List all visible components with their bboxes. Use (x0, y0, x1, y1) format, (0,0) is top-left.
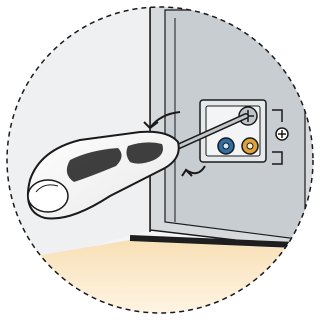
port-blue (218, 138, 234, 154)
left-wall (0, 0, 150, 262)
ground-symbol-icon (276, 128, 288, 140)
port-orange (242, 138, 258, 154)
